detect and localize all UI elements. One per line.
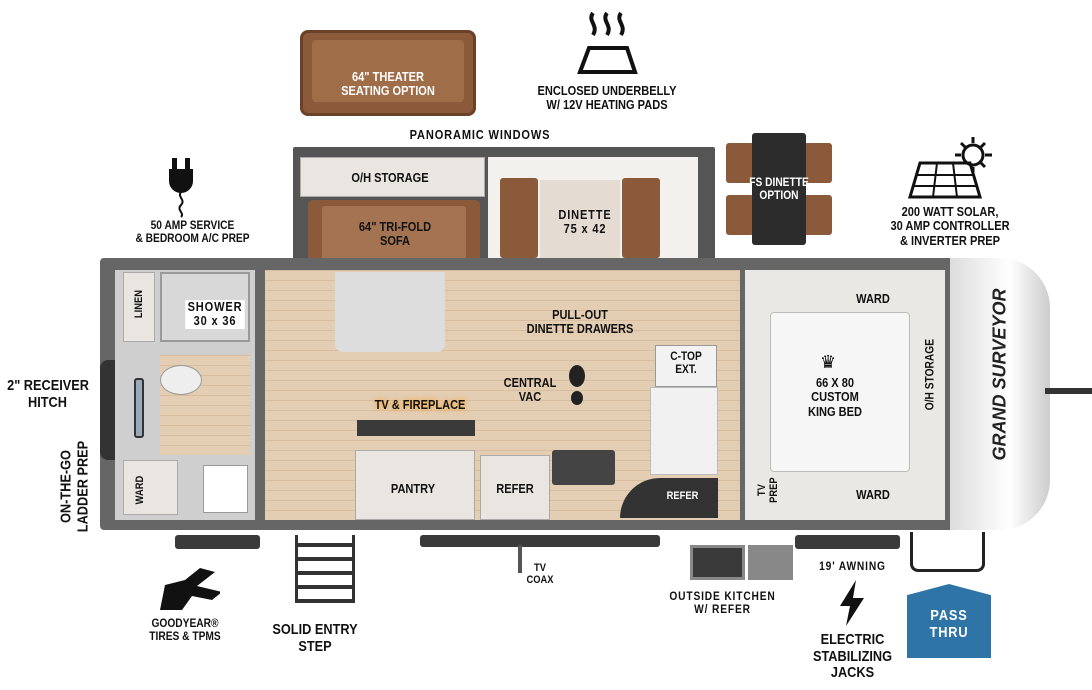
c-top-extension xyxy=(655,345,717,387)
sofa-footprint xyxy=(335,272,445,352)
tire xyxy=(175,535,260,549)
fs-chair xyxy=(726,143,754,183)
solar-label: 200 WATT SOLAR, 30 AMP CONTROLLER & INVE… xyxy=(890,204,1010,248)
tv-prep-label: TV PREP xyxy=(755,477,780,503)
central-vac-label: CENTRAL VAC xyxy=(503,375,557,405)
outside-kitchen-cabinet xyxy=(748,545,793,580)
ward-bottom-label: WARD xyxy=(856,487,890,502)
awning-label: 19' AWNING xyxy=(819,559,886,573)
dinette-label: DINETTE 75 x 42 xyxy=(558,207,612,237)
hitch-tongue xyxy=(1045,388,1092,394)
dinette-bench xyxy=(500,178,538,258)
tv-fireplace-label: TV & FIREPLACE xyxy=(374,397,466,412)
ward-top-label: WARD xyxy=(856,291,890,306)
entry-step xyxy=(295,535,355,603)
underbelly-label: ENCLOSED UNDERBELLY W/ 12V HEATING PADS xyxy=(537,83,677,113)
toilet xyxy=(160,365,202,395)
entry-step-label: SOLID ENTRY STEP xyxy=(272,621,358,655)
sofa-cushion xyxy=(312,40,464,102)
fs-chair xyxy=(726,195,754,235)
sofa-label: 64" TRI-FOLD SOFA xyxy=(358,219,432,249)
coax-connector xyxy=(518,545,522,573)
sofa-cushion xyxy=(322,206,466,262)
bath-wardrobe xyxy=(123,460,178,515)
outside-kitchen-refer xyxy=(690,545,745,580)
crown-icon: ♛ xyxy=(820,352,837,372)
awning-bar xyxy=(795,535,900,549)
rear-bumper xyxy=(100,360,116,460)
pass-thru-badge xyxy=(907,584,991,658)
small-refrigerator xyxy=(620,478,718,518)
ladder-label: ON-THE-GO LADDER PREP xyxy=(57,440,92,533)
hitch-label: 2" RECEIVER HITCH xyxy=(7,377,89,411)
tv-coax-label: TV COAX xyxy=(526,562,554,587)
awning-bar xyxy=(420,535,660,547)
refrigerator xyxy=(480,455,550,520)
refer-small-label: REFER xyxy=(666,490,699,502)
oh-storage-bed-label: O/H STORAGE xyxy=(922,338,937,411)
ward-bath-label: WARD xyxy=(133,475,146,505)
pantry-label: PANTRY xyxy=(390,481,436,496)
king-bed xyxy=(770,312,910,472)
pass-thru-door xyxy=(910,532,985,572)
bed-label: 66 X 80 CUSTOM KING BED xyxy=(807,375,863,419)
fs-chair xyxy=(804,195,832,235)
jacks-label: ELECTRIC STABILIZING JACKS xyxy=(812,631,893,681)
refer-label: REFER xyxy=(496,481,534,496)
ctop-label: C-TOP EXT. xyxy=(670,349,702,377)
panoramic-windows-label: PANORAMIC WINDOWS xyxy=(409,127,551,142)
shower-label: SHOWER 30 x 36 xyxy=(185,299,245,329)
linen-cabinet xyxy=(123,272,155,342)
dinette-bench xyxy=(622,178,660,258)
tires-label: GOODYEAR® TIRES & TPMS xyxy=(149,616,221,644)
outside-kitchen-label: OUTSIDE KITCHEN W/ REFER xyxy=(669,589,776,617)
winged-foot-icon xyxy=(160,568,220,610)
sink xyxy=(203,465,248,513)
footprint-icon xyxy=(569,365,585,405)
dinette-table xyxy=(540,180,620,260)
overhead-storage xyxy=(300,157,485,197)
plug-icon xyxy=(169,158,193,218)
heating-icon xyxy=(577,11,638,74)
fireplace xyxy=(357,420,475,436)
fs-dinette-table xyxy=(752,133,806,245)
oh-storage-slide-label: O/H STORAGE xyxy=(351,170,429,185)
front-cap xyxy=(950,258,1050,530)
pantry xyxy=(355,450,475,520)
brand-logo: GRAND SURVEYOR xyxy=(989,288,1010,461)
stove xyxy=(552,450,615,485)
drawers-label: PULL-OUT DINETTE DRAWERS xyxy=(526,307,634,337)
service-label: 50 AMP SERVICE & BEDROOM A/C PREP xyxy=(135,218,250,246)
theater-seating-label: 64" THEATER SEATING OPTION xyxy=(341,69,435,99)
linen-label: LINEN xyxy=(132,290,145,319)
window xyxy=(134,378,144,438)
lightning-bolt-icon xyxy=(840,580,864,626)
kitchen-counter xyxy=(650,387,718,475)
fs-chair xyxy=(804,143,832,183)
fs-dinette-label: FS DINETTE OPTION xyxy=(749,175,809,203)
solar-panel-icon xyxy=(907,137,992,199)
pass-thru-label: PASS THRU xyxy=(929,607,969,641)
